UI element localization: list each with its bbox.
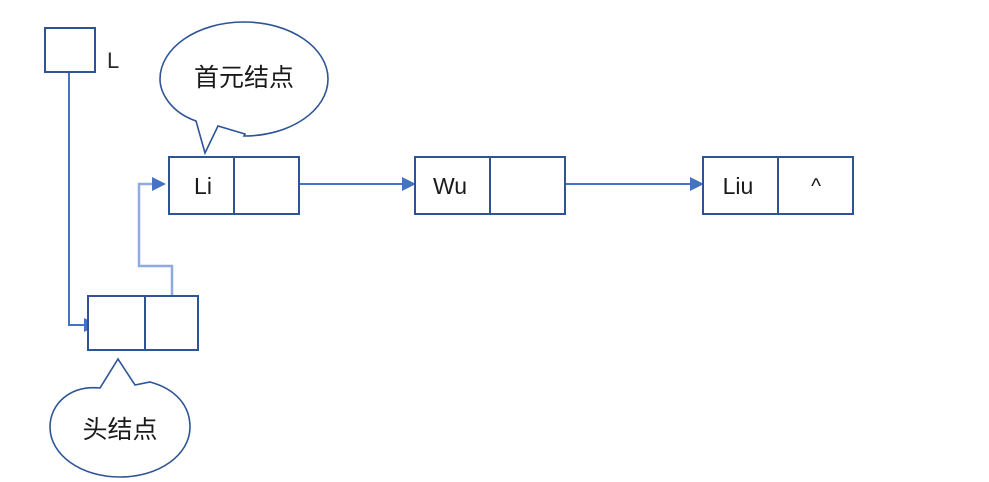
pointer-variable-label: L — [107, 48, 119, 73]
arrowhead-li-to-wu — [402, 177, 416, 191]
first-element-node-bubble-text: 首元结点 — [194, 63, 294, 92]
annotation-first-element-node[interactable]: 首元结点 — [159, 21, 329, 156]
head-node-border — [87, 295, 199, 351]
liu-node-next-value: ^ — [811, 175, 821, 198]
head-node[interactable] — [87, 295, 199, 351]
list-node-li[interactable]: Li — [168, 156, 300, 215]
list-node-wu[interactable]: Wu — [414, 156, 566, 215]
list-node-liu[interactable]: Liu ^ — [702, 156, 854, 215]
head-node-bubble-shape — [49, 357, 191, 478]
l-box-fill — [45, 28, 95, 72]
connector-head-node-to-li — [137, 182, 174, 340]
connector-l-to-head-node — [68, 52, 84, 326]
head-node-fill — [88, 296, 198, 350]
annotation-head-node[interactable]: 头结点 — [49, 357, 191, 478]
wu-node-data-value: Wu — [433, 173, 467, 199]
pointer-variable-l[interactable] — [44, 27, 96, 73]
head-node-bubble-text: 头结点 — [82, 415, 157, 444]
li-node-data-value: Li — [194, 173, 212, 199]
arrowhead-head-node-to-li — [152, 177, 166, 191]
liu-node-data-value: Liu — [723, 173, 754, 199]
first-element-node-bubble-shape — [159, 21, 329, 156]
l-box-border — [44, 27, 96, 73]
arrowhead-wu-to-liu — [690, 177, 704, 191]
